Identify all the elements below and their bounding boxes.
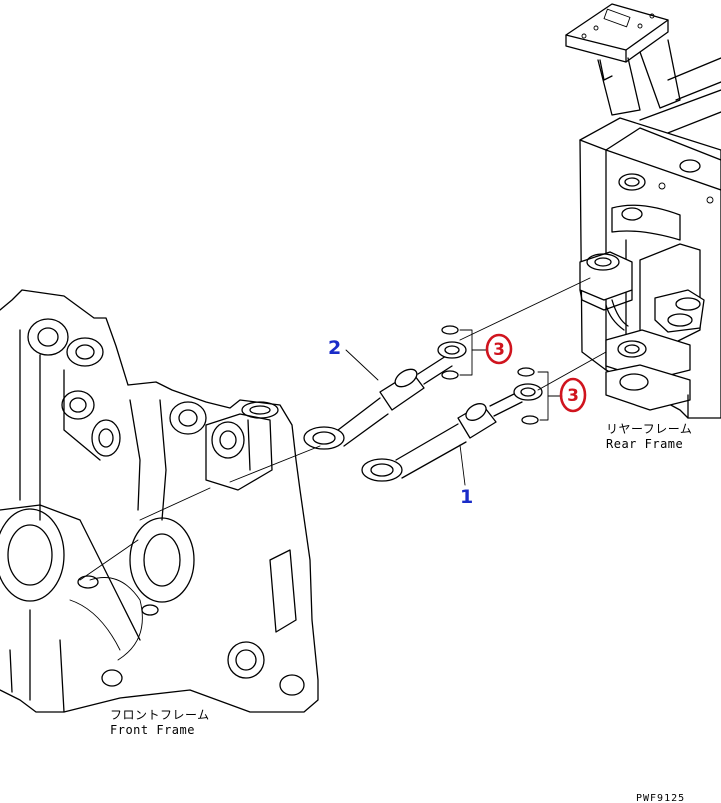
svg-text:3: 3 [493, 340, 505, 360]
front-frame-label: フロントフレーム Front Frame [110, 708, 210, 737]
rear-frame-label: リヤーフレーム Rear Frame [606, 422, 692, 451]
svg-text:2: 2 [328, 337, 341, 359]
svg-text:フロントフレーム: フロントフレーム [110, 708, 210, 722]
rear-frame-drawing [565, 3, 721, 419]
svg-text:Rear Frame: Rear Frame [606, 437, 683, 451]
steering-cylinder-1 [361, 383, 543, 482]
svg-text:3: 3 [567, 386, 579, 406]
svg-text:Front Frame: Front Frame [110, 723, 195, 737]
steering-cylinder-2 [303, 341, 467, 450]
callout-part-3-lower: 3 [559, 377, 587, 413]
bushing-set-lower [517, 367, 563, 425]
svg-text:PWF9125: PWF9125 [636, 793, 685, 803]
callout-part-1: 1 [460, 486, 473, 508]
callout-part-3-upper: 3 [485, 333, 513, 365]
bushing-set-upper [441, 325, 487, 380]
drawing-code: PWF9125 [636, 793, 685, 803]
front-frame-drawing [0, 289, 319, 713]
leader-lines [79, 277, 607, 581]
svg-text:リヤーフレーム: リヤーフレーム [606, 422, 692, 436]
svg-text:1: 1 [460, 486, 473, 508]
callout-part-2: 2 [328, 337, 341, 359]
